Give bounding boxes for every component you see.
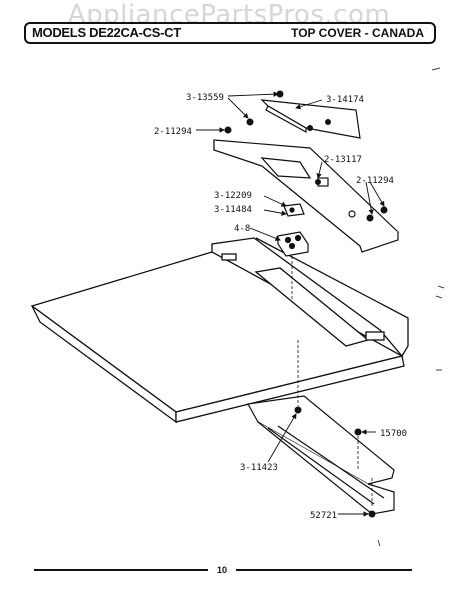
assembly-lines [291,256,373,508]
label-3-13559: 3-13559 [186,93,224,103]
models-title: MODELS DE22CA-CS-CT [32,25,181,40]
label-52721: 52721 [310,511,337,521]
label-3-14174: 3-14174 [326,95,364,105]
rail [247,395,395,515]
margin-marks [377,67,445,547]
connector-block [283,203,305,217]
control-bracket [213,139,400,253]
cover-plate [260,99,361,139]
header-box: MODELS DE22CA-CS-CT TOP COVER - CANADA [24,22,436,44]
top-cover [30,237,409,424]
label-4-8: 4-8 [234,224,250,234]
leader-lines [196,91,385,517]
label-2-13117: 2-13117 [324,155,362,165]
page-number: 10 [217,565,227,575]
label-3-12209: 3-12209 [214,191,252,201]
label-3-11423: 3-11423 [240,463,278,473]
label-2-11294-right: 2-11294 [356,176,394,186]
label-3-11484: 3-11484 [214,205,252,215]
label-15700: 15700 [380,429,407,439]
switch-block [276,231,310,257]
screws [224,90,388,518]
section-title: TOP COVER - CANADA [291,26,424,40]
label-2-11294-left: 2-11294 [154,127,192,137]
